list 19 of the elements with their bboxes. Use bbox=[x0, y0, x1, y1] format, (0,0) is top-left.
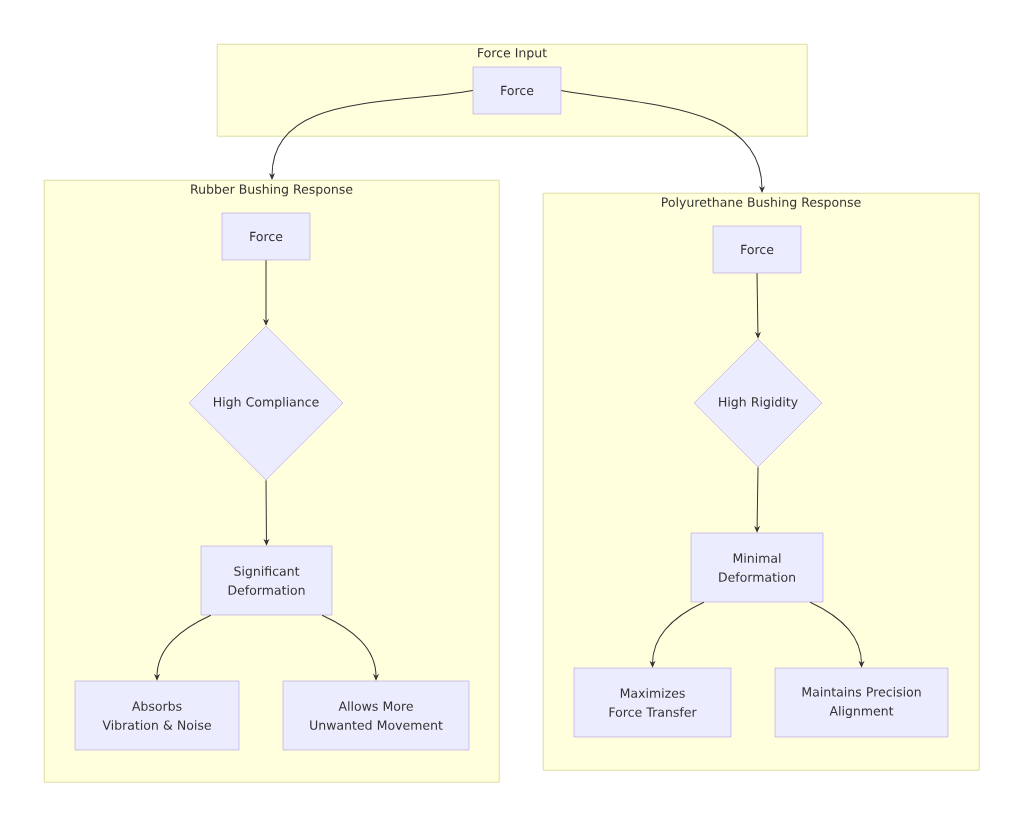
process-box: Minimal Deformation bbox=[690, 532, 824, 603]
arrow bbox=[264, 479, 269, 546]
arrow bbox=[560, 90, 765, 193]
arrow bbox=[321, 614, 379, 681]
arrow bbox=[754, 466, 760, 533]
process-box: Force bbox=[472, 66, 562, 115]
process-box: Allows More Unwanted Movement bbox=[282, 680, 470, 751]
process-box: Significant Deformation bbox=[200, 545, 333, 616]
arrow bbox=[650, 601, 705, 668]
arrow bbox=[809, 601, 864, 668]
process-box: Force bbox=[712, 225, 802, 274]
arrow bbox=[154, 614, 212, 681]
arrow bbox=[755, 272, 761, 339]
process-box: Maintains Precision Alignment bbox=[774, 667, 949, 738]
arrow bbox=[269, 90, 474, 180]
process-box: Force bbox=[221, 212, 311, 261]
process-box: Absorbs Vibration & Noise bbox=[74, 680, 240, 751]
arrow bbox=[263, 259, 269, 326]
process-box: Maximizes Force Transfer bbox=[573, 667, 732, 738]
